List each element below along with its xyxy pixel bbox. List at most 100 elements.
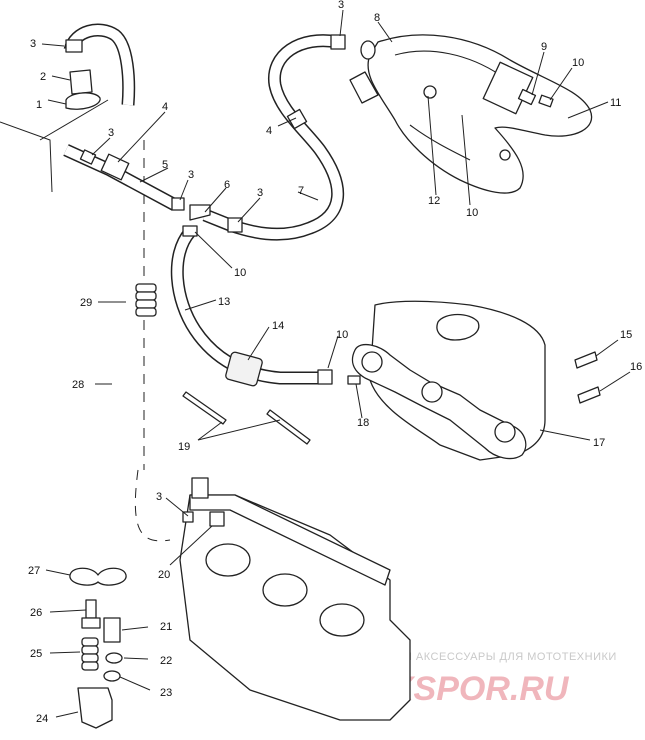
sensor-26-base: [81, 617, 101, 629]
callout-3-top: 3: [338, 0, 344, 11]
callout-7: 7: [298, 185, 304, 197]
frame-corner-line: [0, 121, 53, 193]
hose-clamp-3-tee: [171, 197, 185, 211]
callout-10-hose: 10: [234, 267, 246, 279]
callout-10-pipe: 10: [466, 207, 478, 219]
guide-lines: [0, 99, 171, 542]
gasket-1: [65, 92, 101, 110]
callout-13: 13: [218, 296, 230, 308]
spring-25-coil-4: [81, 661, 99, 671]
callout-12: 12: [428, 195, 440, 207]
hose-clamp-3-left: [79, 149, 97, 165]
exhaust-manifold: [347, 300, 601, 461]
head-fitting-20: [209, 511, 225, 527]
callout-3-left: 3: [108, 127, 114, 139]
hose-7: [202, 34, 346, 241]
manifold-port-1: [361, 351, 383, 373]
upper-left-assembly: [63, 23, 211, 221]
hose-clamp-10-upper: [182, 225, 198, 237]
manifold-port-3: [494, 421, 516, 443]
callout-15: 15: [620, 329, 632, 341]
callout-17: 17: [593, 437, 605, 449]
manifold-flange: [351, 343, 527, 460]
callout-5: 5: [162, 159, 168, 171]
callout-10-top: 10: [572, 57, 584, 69]
bolt-15: [574, 351, 598, 369]
callout-6: 6: [224, 179, 230, 191]
o-ring-23: [103, 670, 121, 682]
callout-3-head: 3: [156, 491, 162, 503]
hose-sleeve-14: [225, 351, 263, 387]
spring-25-coil-2: [81, 645, 99, 655]
hose-clamp-3-head: [182, 511, 194, 523]
exhaust-fitting-10: [499, 149, 511, 161]
spring-25-coil-1: [81, 637, 99, 647]
head-water-outlet: [191, 477, 209, 499]
callout-4-mid: 4: [266, 125, 272, 137]
cylinder-block: [179, 477, 411, 721]
spring-29: [135, 283, 157, 317]
water-fitting-9: [517, 88, 537, 106]
hose-13: [170, 225, 333, 387]
exhaust-pipe-contour-lower: [409, 124, 471, 161]
callout-14: 14: [272, 320, 284, 332]
callout-18: 18: [357, 417, 369, 429]
sensor-26: [85, 599, 97, 619]
exhaust-fitting-12: [423, 85, 437, 99]
callout-24: 24: [36, 713, 48, 725]
exhaust-pipe-nozzle: [349, 71, 379, 104]
cylinder-2: [262, 573, 308, 607]
callout-22: 22: [160, 655, 172, 667]
callout-3-upper: 3: [30, 38, 36, 50]
callout-2: 2: [40, 71, 46, 83]
callout-9: 9: [541, 41, 547, 53]
hose-clamp-3-upper: [65, 39, 83, 53]
callout-3-right: 3: [257, 187, 263, 199]
callout-19: 19: [178, 441, 190, 453]
exhaust-pipe-body: [367, 34, 593, 194]
bolt-19-left: [182, 391, 227, 425]
callout-28: 28: [72, 379, 84, 391]
callout-27: 27: [28, 565, 40, 577]
cylinder-3: [319, 603, 365, 637]
callout-3-tee: 3: [188, 169, 194, 181]
frame-edge-line: [39, 99, 109, 141]
bolt-16: [577, 386, 601, 404]
fitting-10-top: [538, 94, 554, 108]
bolts-19: [182, 391, 311, 445]
hose-to-head-dashed: [134, 469, 171, 542]
cylinder-1: [205, 543, 251, 577]
spring-25-coil-3: [81, 653, 99, 663]
gasket-27: [69, 567, 127, 586]
callout-4-left: 4: [162, 101, 168, 113]
exhaust-pipe: [349, 34, 593, 194]
callout-11: 11: [610, 97, 621, 109]
callout-10-manifold: 10: [336, 329, 348, 341]
hose-clamp-3-top: [330, 34, 346, 50]
washer-22: [105, 652, 123, 664]
housing-24: [77, 687, 113, 729]
head-cover-top: [189, 494, 391, 586]
leader-lines: [41, 9, 631, 718]
manifold-fitting-18: [347, 375, 361, 385]
manifold-port-2: [421, 381, 443, 403]
hose-clamp-4-mid: [286, 108, 308, 130]
callout-26: 26: [30, 607, 42, 619]
callout-20: 20: [158, 569, 170, 581]
exhaust-pipe-contour: [394, 50, 501, 76]
callout-numbers: 1 2 3 3 3 3 3 3 4 4 5 6 7 8 9 10 10 10 1…: [28, 0, 642, 725]
fitting-2: [69, 69, 93, 95]
bolt-19-right: [266, 409, 311, 445]
exhaust-pipe-inlet: [360, 40, 376, 60]
manifold-top-port: [436, 313, 480, 341]
hose-clamp-4-left: [100, 153, 130, 181]
callout-21: 21: [160, 621, 172, 633]
fitting-21: [103, 617, 121, 643]
callout-8: 8: [374, 12, 380, 24]
callout-23: 23: [160, 687, 172, 699]
hose-fitting-10-lower: [317, 369, 333, 385]
callout-16: 16: [630, 361, 642, 373]
tee-fitting-6: [189, 204, 211, 221]
callout-29: 29: [80, 297, 92, 309]
